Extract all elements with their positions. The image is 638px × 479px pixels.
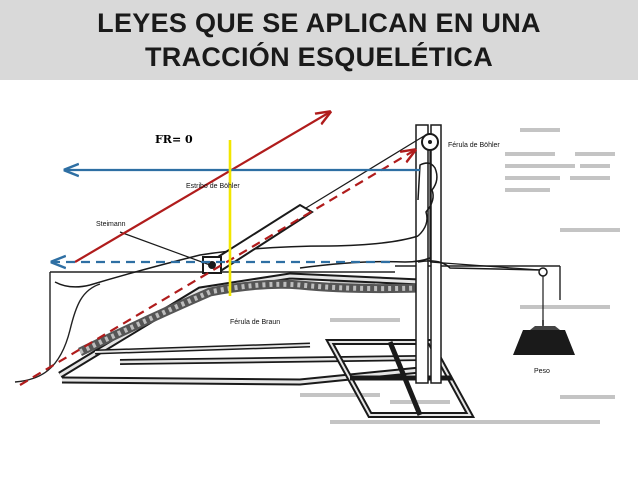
traction-force-arrow [74,112,330,263]
estribo-bohler-label: Estribo de Böhler [186,183,240,190]
counter-traction-dashed-arrow [19,150,415,386]
weight [513,320,575,355]
ferula-braun-label: Férula de Braun [230,319,280,326]
title-line-2: TRACCIÓN ESQUELÉTICA [144,42,493,72]
fr-label: FR= 0 [155,133,193,146]
peso-label: Peso [534,368,550,375]
leg-and-foot [54,162,541,288]
ferula-bohler-label: Férula de Böhler [448,142,500,149]
steimann-label: Steimann [96,221,126,228]
traction-diagram: FR= 0 Férula de Böhler Estribo de Böhler… [14,80,620,424]
title-line-1: LEYES QUE SE APLICAN EN UNA [97,8,541,38]
floor-frame [324,339,476,418]
title-banner: LEYES QUE SE APLICAN EN UNA TRACCIÓN ESQ… [0,0,638,80]
